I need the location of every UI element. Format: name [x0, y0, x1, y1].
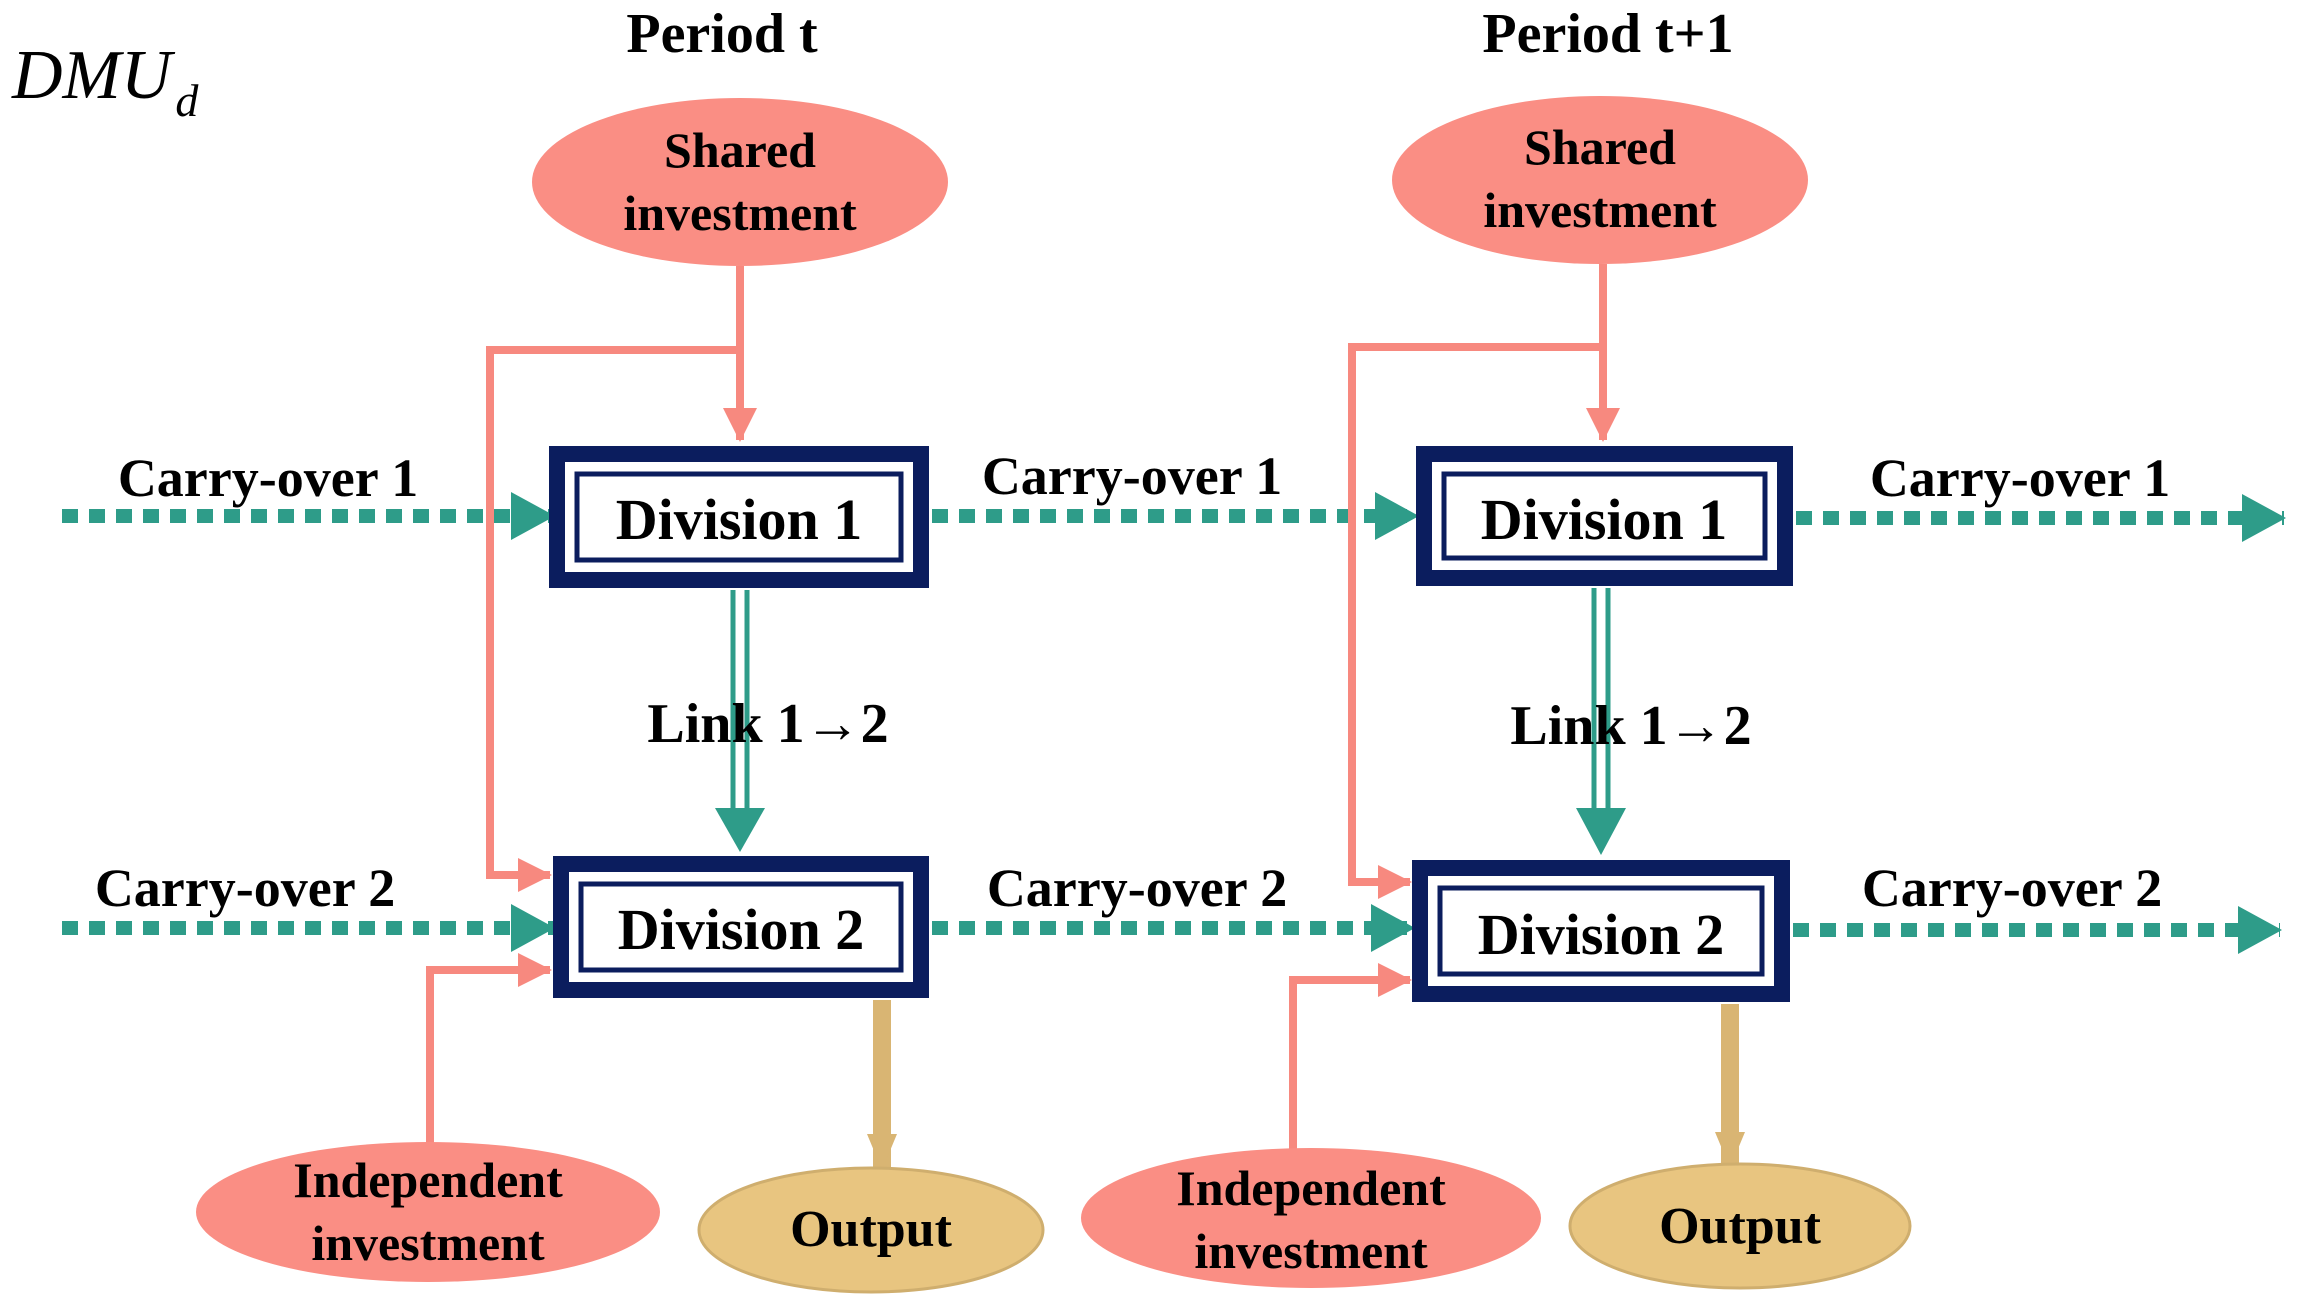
- period-title: Period t: [626, 3, 818, 65]
- carry-over-2-label: Carry-over 2: [95, 858, 395, 918]
- division-2-label: Division 2: [618, 897, 865, 962]
- independent-investment-arrow: [1289, 963, 1412, 1152]
- independent-investment-label: Independent: [293, 1152, 563, 1208]
- carry-over-2-label: Carry-over 2: [987, 858, 1287, 918]
- carry-over-1-label: Carry-over 1: [982, 446, 1282, 506]
- division-1-box: [1416, 446, 1793, 586]
- output-node: [697, 1166, 1045, 1294]
- output-node: [1568, 1162, 1912, 1290]
- division-1-label: Division 1: [616, 487, 863, 552]
- shared-investment-label: investment: [1483, 182, 1717, 238]
- carry-over-1-label: Carry-over 1: [118, 448, 418, 508]
- link-label: Link 1→2: [647, 693, 888, 755]
- shared-investment-node: [532, 98, 948, 266]
- link-arrow-head: [715, 808, 765, 852]
- shared-investment-arrow-div2: [1348, 343, 1603, 899]
- independent-investment-label: investment: [1194, 1223, 1428, 1279]
- output-label: Output: [1659, 1198, 1822, 1255]
- link-arrow-head: [1576, 808, 1626, 855]
- independent-investment-label: Independent: [1176, 1160, 1446, 1216]
- independent-investment-label: investment: [311, 1215, 545, 1271]
- output-label: Output: [790, 1201, 953, 1258]
- dmu-label: DMUd: [11, 37, 199, 126]
- dmu-subscript: d: [175, 75, 199, 126]
- dmu-main: DMU: [11, 37, 176, 114]
- division-2-box: [1412, 860, 1790, 1002]
- shared-investment-arrow-div2: [486, 346, 740, 892]
- division-1-label: Division 1: [1481, 487, 1728, 552]
- period-t1-group: Period t+1 Shared investment Division 1 …: [1081, 3, 1912, 1290]
- independent-investment-node: [1081, 1148, 1541, 1288]
- carry-over-1-label: Carry-over 1: [1870, 448, 2170, 508]
- division-1-box: [549, 446, 929, 588]
- period-title: Period t+1: [1482, 3, 1733, 65]
- period-t-group: Period t Shared investment Carry-over 1 …: [62, 3, 1045, 1294]
- shared-investment-label: Shared: [664, 122, 816, 178]
- link-label: Link 1→2: [1510, 695, 1751, 757]
- shared-investment-label: investment: [623, 185, 857, 241]
- division-2-box: [553, 856, 929, 998]
- shared-investment-label: Shared: [1524, 119, 1676, 175]
- independent-investment-arrow: [426, 953, 552, 1145]
- division-2-label: Division 2: [1478, 902, 1725, 967]
- independent-investment-node: [196, 1142, 660, 1282]
- shared-investment-node: [1392, 96, 1808, 264]
- carry-over-2-label: Carry-over 2: [1862, 858, 2162, 918]
